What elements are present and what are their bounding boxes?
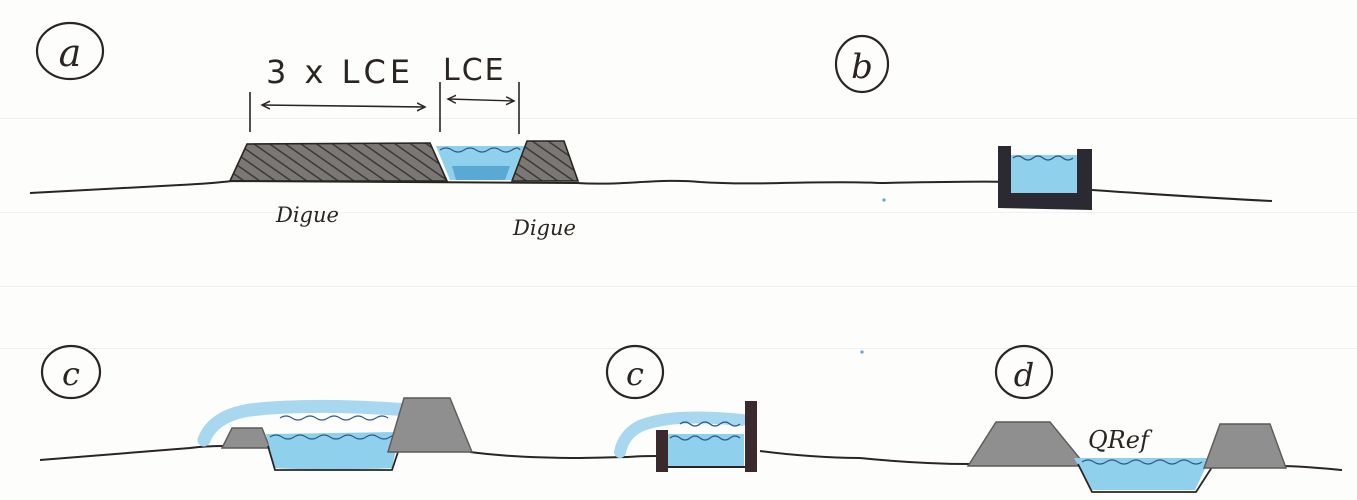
panel-b-badge: b bbox=[836, 36, 888, 92]
qref-label: QRef bbox=[1088, 426, 1153, 454]
left-dike bbox=[968, 422, 1086, 466]
ground-line bbox=[30, 181, 880, 193]
dimension-3xlce-label: 3 x LCE bbox=[266, 53, 414, 91]
water-ripple bbox=[280, 416, 388, 420]
tall-wall bbox=[745, 401, 757, 472]
dimension-arrow-3xlce bbox=[262, 105, 425, 107]
left-dike bbox=[230, 143, 447, 181]
ink-speck bbox=[860, 350, 863, 353]
dimension-lce-label: LCE bbox=[443, 53, 506, 88]
panel-c1-badge: c bbox=[42, 346, 100, 398]
panel-c2-label: c bbox=[626, 355, 644, 393]
right-dike-label: Digue bbox=[512, 216, 576, 240]
panel-a-badge: a bbox=[37, 23, 103, 79]
panel-d-badge: d bbox=[996, 346, 1052, 398]
panel-c1: c bbox=[40, 346, 628, 470]
panel-b: b bbox=[836, 36, 1272, 210]
tank-water bbox=[1011, 155, 1077, 193]
panel-a: a 3 x LCE LCE Digue Digue bbox=[30, 23, 880, 240]
right-dike bbox=[1204, 424, 1286, 468]
short-wall bbox=[656, 430, 668, 472]
panel-a-label: a bbox=[59, 31, 82, 75]
panel-b-label: b bbox=[851, 47, 873, 87]
left-dike-label: Digue bbox=[275, 203, 339, 227]
panel-c1-label: c bbox=[62, 355, 80, 393]
panel-c2-badge: c bbox=[607, 346, 663, 398]
panel-d: d QRef bbox=[860, 346, 1342, 492]
low-dike bbox=[222, 428, 270, 448]
panel-d-label: d bbox=[1014, 356, 1034, 394]
dimension-arrow-lce bbox=[448, 99, 514, 101]
ink-speck bbox=[882, 198, 885, 201]
panel-c2: c bbox=[607, 346, 860, 472]
channel-water-deep bbox=[452, 166, 510, 180]
channel-water bbox=[668, 434, 744, 466]
